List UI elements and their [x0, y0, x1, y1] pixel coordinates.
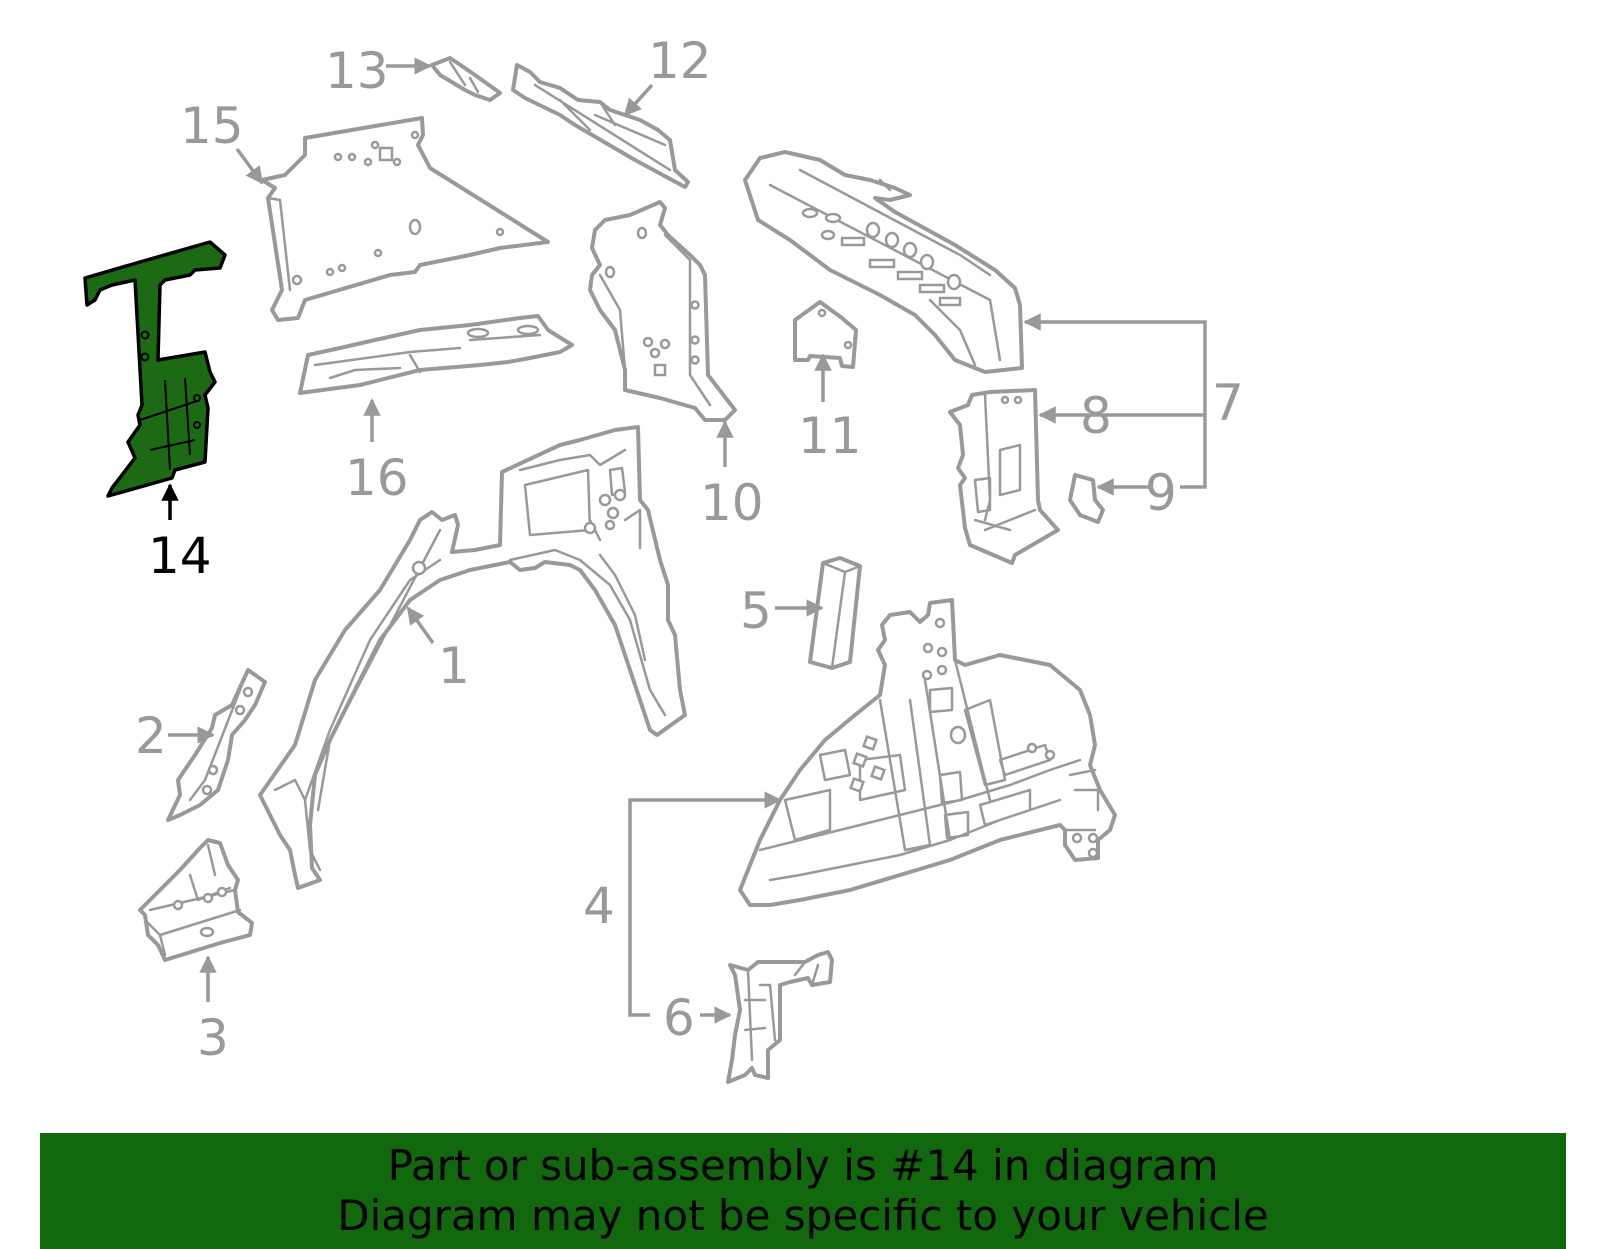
part-9[interactable]	[1068, 473, 1105, 524]
callout-13[interactable]: 13	[325, 42, 389, 100]
part-3[interactable]	[138, 838, 254, 962]
part-14-highlighted[interactable]	[83, 240, 227, 498]
callout-4[interactable]: 4	[583, 877, 615, 935]
part-12[interactable]	[511, 63, 690, 189]
part-6[interactable]	[726, 950, 834, 1084]
callout-5[interactable]: 5	[740, 582, 772, 640]
part-8[interactable]	[948, 388, 1060, 565]
banner-line-2: Diagram may not be specific to your vehi…	[337, 1191, 1269, 1240]
callout-1[interactable]: 1	[438, 637, 470, 695]
part-16[interactable]	[298, 314, 574, 395]
callout-10[interactable]: 10	[700, 474, 764, 532]
callout-3[interactable]: 3	[197, 1009, 229, 1067]
part-13[interactable]	[430, 56, 502, 102]
part-15[interactable]	[260, 116, 550, 322]
callout-8[interactable]: 8	[1080, 387, 1112, 445]
part-1[interactable]	[258, 425, 687, 890]
info-banner: Part or sub-assembly is #14 in diagram D…	[40, 1133, 1566, 1249]
part-10[interactable]	[588, 200, 737, 422]
callout-leaders	[161, 57, 1207, 1024]
callout-14[interactable]: 14	[148, 527, 212, 585]
callout-7[interactable]: 7	[1212, 374, 1244, 432]
part-11[interactable]	[793, 300, 858, 369]
callout-6[interactable]: 6	[663, 989, 695, 1047]
callout-9[interactable]: 9	[1145, 464, 1177, 522]
part-4[interactable]	[738, 598, 1117, 907]
callout-labels: 14 15 13 12 16 10 11 7 8 9 1 2 3 5 4 6	[135, 32, 1244, 1067]
part-2[interactable]	[166, 668, 267, 822]
callout-16[interactable]: 16	[345, 449, 409, 507]
part-7[interactable]	[743, 150, 1024, 374]
callout-15[interactable]: 15	[180, 97, 244, 155]
callout-2[interactable]: 2	[135, 707, 167, 765]
part-5[interactable]	[808, 556, 862, 670]
callout-12[interactable]: 12	[648, 32, 712, 90]
banner-line-1: Part or sub-assembly is #14 in diagram	[387, 1141, 1219, 1190]
callout-11[interactable]: 11	[798, 407, 862, 465]
